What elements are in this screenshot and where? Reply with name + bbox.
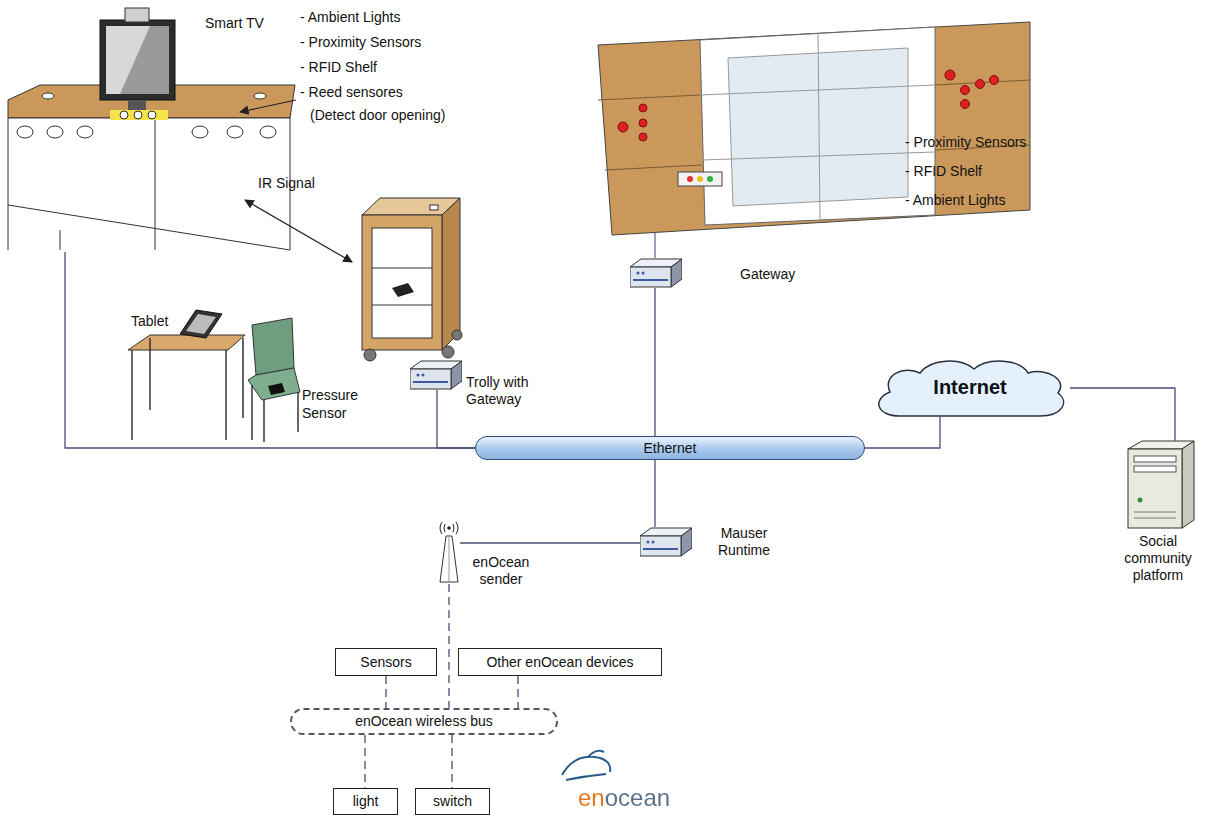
logo-text: enocean — [578, 784, 670, 812]
cloud: Internet — [870, 357, 1070, 417]
server: Social community platform — [1128, 441, 1194, 529]
gateway: Mauser Runtime — [640, 527, 692, 557]
node-label: enOcean wireless bus — [355, 713, 493, 730]
chair — [248, 318, 300, 442]
annotation: Pressure Sensor — [302, 386, 368, 422]
annotation: - Proximity Sensors — [300, 33, 470, 51]
logo-dolphin — [562, 751, 610, 780]
annotation: - Reed sensores — [300, 83, 470, 101]
node-label: Sensors — [360, 654, 411, 671]
annotation: - RFID Shelf — [300, 58, 470, 76]
connector — [517, 676, 518, 708]
gateway-icon — [630, 259, 682, 287]
gateway: Gateway — [630, 258, 682, 288]
annotation: (Detect door opening) — [310, 106, 480, 124]
annotation: - Proximity Sensors — [905, 133, 1065, 151]
trolley — [362, 198, 462, 361]
gateway-icon — [410, 361, 462, 389]
cloud-shape — [879, 361, 1064, 416]
node-label: Ethernet — [644, 440, 697, 457]
wireless-bus: enOcean wireless bus — [290, 708, 558, 735]
node-label: switch — [433, 793, 472, 810]
callout-arrow — [240, 100, 296, 112]
annotation: - Ambient Lights — [300, 8, 470, 26]
annotation: IR Signal — [258, 174, 338, 192]
ir-signal-arrow — [245, 200, 352, 262]
annotation: - RFID Shelf — [905, 162, 1065, 180]
annotation: - Ambient Lights — [905, 191, 1065, 209]
network-pipe: Ethernet — [475, 436, 865, 460]
connector — [448, 584, 449, 708]
node-label: Smart TV — [205, 15, 285, 32]
connector — [1070, 388, 1175, 441]
device-box: light — [333, 788, 398, 815]
connector — [654, 460, 655, 527]
table — [128, 310, 245, 440]
connector — [460, 542, 640, 543]
tv-cabinet: Smart TV — [5, 85, 295, 252]
connector — [385, 676, 386, 708]
connector — [65, 252, 475, 448]
node-label: Social community platform — [1108, 533, 1208, 584]
antenna: enOcean sender — [438, 520, 460, 584]
device-box: switch — [415, 788, 490, 815]
antenna-icon — [440, 522, 458, 582]
gateway-icon — [640, 528, 692, 556]
node-label: Trolly with Gateway — [466, 374, 538, 408]
node-label: Other enOcean devices — [486, 654, 633, 671]
gateway: Trolly with Gateway — [410, 360, 462, 390]
device-box: Other enOcean devices — [458, 648, 662, 676]
connector — [654, 288, 655, 436]
device-box: Sensors — [335, 648, 437, 676]
tv-cabinet — [8, 8, 295, 250]
node-label: light — [353, 793, 379, 810]
node-label: Internet — [933, 375, 1006, 399]
annotation: Tablet — [131, 312, 181, 330]
connector — [865, 417, 940, 448]
connector — [364, 735, 365, 788]
node-label: enOcean sender — [464, 554, 538, 588]
server-icon — [1128, 441, 1194, 528]
connector — [451, 735, 452, 788]
node-label: Mauser Runtime — [708, 525, 780, 559]
node-label: Gateway — [740, 266, 810, 283]
